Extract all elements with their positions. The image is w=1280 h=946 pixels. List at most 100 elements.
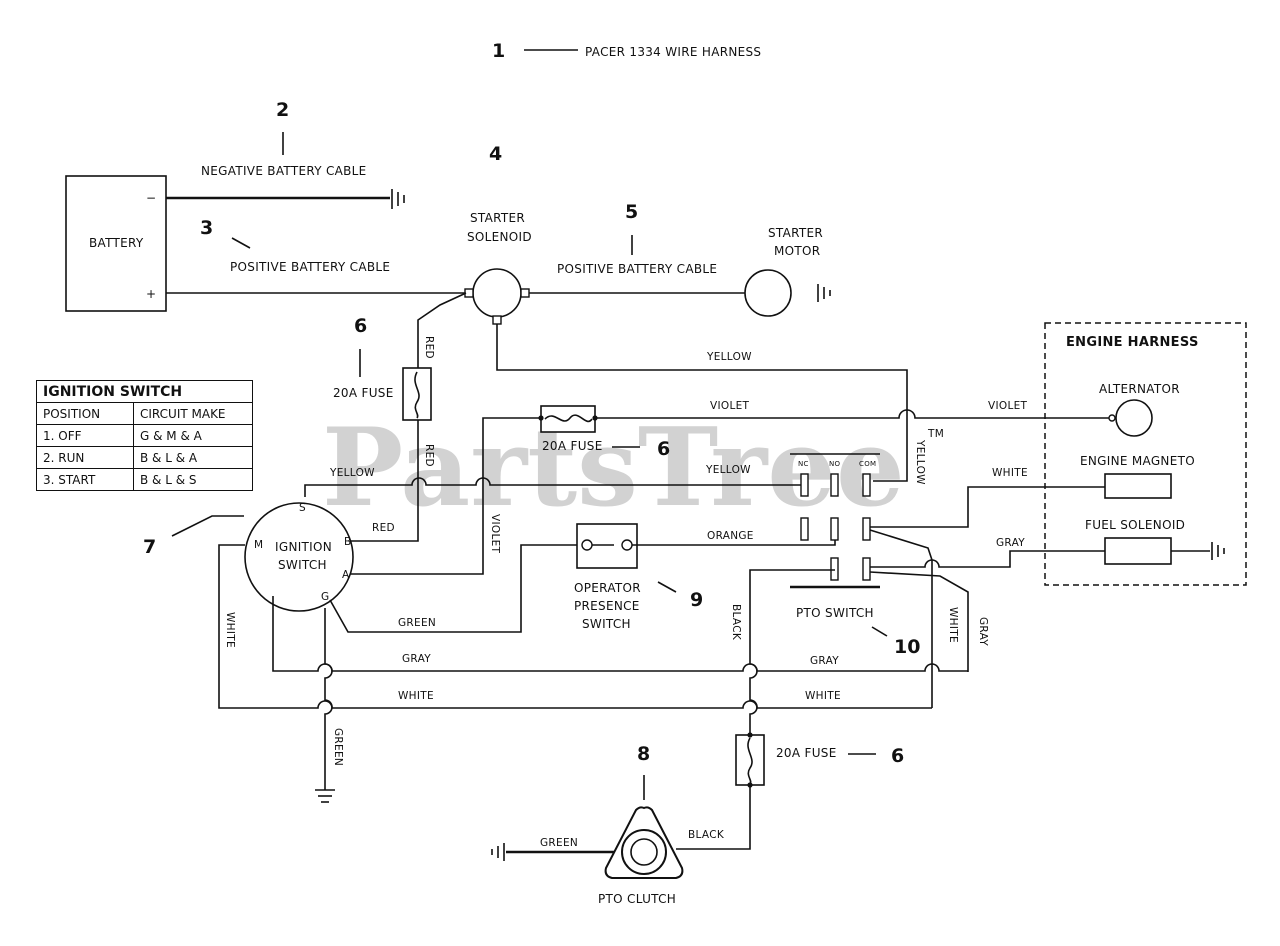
starter-motor-label-1: STARTER [768, 226, 823, 240]
pto-com-label: COM [859, 460, 876, 468]
callout-6b: 6 [657, 438, 670, 460]
alternator-terminal [1108, 414, 1116, 422]
red-label-mid: RED [423, 444, 435, 467]
red-label-low: RED [372, 522, 395, 534]
fuse-mid-node-left [538, 415, 544, 421]
engine-harness-title: ENGINE HARNESS [1066, 335, 1199, 350]
ignition-table-title: IGNITION SWITCH [36, 380, 253, 403]
ign-term-s: S [299, 502, 306, 514]
solenoid-terminal-right [520, 288, 530, 298]
green-label-1: GREEN [398, 617, 436, 629]
ground-symbol-ignition [315, 789, 335, 803]
white-wire-magneto [870, 486, 1105, 528]
table-cell: B & L & A [133, 446, 253, 469]
violet-wire-ign [347, 417, 541, 575]
gray-label-bottom-2: GRAY [810, 655, 839, 667]
watermark-tm: TM [927, 428, 944, 440]
yellow-label-vert: YELLOW [914, 439, 926, 485]
fuse-bottom [735, 734, 765, 786]
ground-symbol-clutch [491, 843, 505, 861]
table-row: 1. OFF G & M & A [36, 424, 253, 447]
red-label-top: RED [423, 336, 435, 359]
gray-label-vert: GRAY [977, 617, 989, 646]
ops-label-2: PRESENCE [574, 599, 640, 613]
fuse-bottom-label: 20A FUSE [776, 746, 837, 760]
ign-term-m: M [254, 539, 263, 551]
ignition-table-header-position: POSITION [36, 402, 134, 425]
ground-symbol-battery [391, 189, 405, 209]
ignition-switch-table: IGNITION SWITCH POSITION CIRCUIT MAKE 1.… [36, 380, 253, 491]
yellow-label-left: YELLOW [329, 467, 375, 479]
ops-contact-1 [581, 539, 593, 551]
red-wire-low [346, 420, 419, 542]
solenoid-terminal-bottom [492, 315, 502, 325]
callout-10-leader [871, 626, 888, 637]
ign-term-b: B [344, 536, 352, 548]
ignition-label-2: SWITCH [278, 558, 327, 572]
callout-5: 5 [625, 201, 638, 223]
orange-label: ORANGE [707, 530, 754, 542]
pto-switch-terminals [800, 473, 871, 581]
battery-minus: − [146, 191, 156, 205]
table-cell: B & L & S [133, 468, 253, 491]
solenoid-terminal-left [464, 288, 474, 298]
callout-1: 1 [492, 40, 505, 62]
table-cell: G & M & A [133, 424, 253, 447]
gray-wire-pto-cross [869, 571, 969, 672]
white-label-vert-right: WHITE [947, 607, 959, 643]
ignition-table-header-circuit: CIRCUIT MAKE [133, 402, 253, 425]
battery-plus: + [146, 287, 156, 301]
ops-label-1: OPERATOR [574, 581, 641, 595]
ops-contact-2 [621, 539, 633, 551]
callout-2: 2 [276, 99, 289, 121]
ops-label-3: SWITCH [582, 617, 631, 631]
callout-6a: 6 [354, 315, 367, 337]
callout-10: 10 [894, 636, 920, 658]
green-label-vert: GREEN [332, 728, 344, 766]
violet-label-vert: VIOLET [489, 514, 501, 554]
violet-label-right: VIOLET [988, 400, 1028, 412]
fuel-solenoid [1104, 537, 1172, 565]
callout-3-leader [231, 237, 251, 249]
starter-solenoid-label-1: STARTER [470, 211, 525, 225]
callout-9-leader [657, 581, 677, 593]
ground-symbol-motor [817, 284, 831, 302]
ignition-switch [244, 502, 354, 612]
yellow-wire-ign [304, 477, 801, 497]
fuel-solenoid-label: FUEL SOLENOID [1085, 518, 1185, 532]
green-wire-ops [329, 544, 580, 633]
pto-clutch-inner-ring [630, 838, 658, 866]
battery-box [65, 175, 167, 312]
watermark: PartsTree [322, 405, 905, 531]
magneto-label: ENGINE MAGNETO [1080, 454, 1195, 468]
negative-cable-label: NEGATIVE BATTERY CABLE [201, 164, 367, 178]
red-wire-top [417, 292, 467, 368]
yellow-label-top: YELLOW [706, 351, 752, 363]
white-label-bottom-2: WHITE [805, 690, 841, 702]
ign-term-g: G [321, 591, 329, 603]
black-label-clutch: BLACK [688, 829, 725, 841]
positive-cable-label-1: POSITIVE BATTERY CABLE [230, 260, 390, 274]
ignition-label-1: IGNITION [275, 540, 332, 554]
gray-wire-fuel [870, 550, 1105, 568]
callout-7-leader [171, 515, 244, 537]
battery-label: BATTERY [89, 236, 144, 250]
ground-symbol-fuel [1211, 542, 1225, 560]
table-cell: 1. OFF [36, 424, 134, 447]
callout-3: 3 [200, 217, 213, 239]
white-label-left-vert: WHITE [224, 612, 236, 648]
callout-7: 7 [143, 536, 156, 558]
table-row: 2. RUN B & L & A [36, 446, 253, 469]
pto-clutch-label: PTO CLUTCH [598, 892, 676, 906]
pto-nc-label: NC [798, 460, 809, 468]
harness-title: PACER 1334 WIRE HARNESS [585, 45, 761, 59]
yellow-wire-solenoid [496, 324, 908, 482]
table-cell: 2. RUN [36, 446, 134, 469]
starter-motor-label-2: MOTOR [774, 244, 820, 258]
pto-no-label: NO [829, 460, 841, 468]
engine-magneto [1104, 473, 1172, 499]
black-wire-clutch [676, 785, 751, 850]
positive-cable-label-2: POSITIVE BATTERY CABLE [557, 262, 717, 276]
violet-wire-right [595, 409, 1110, 419]
